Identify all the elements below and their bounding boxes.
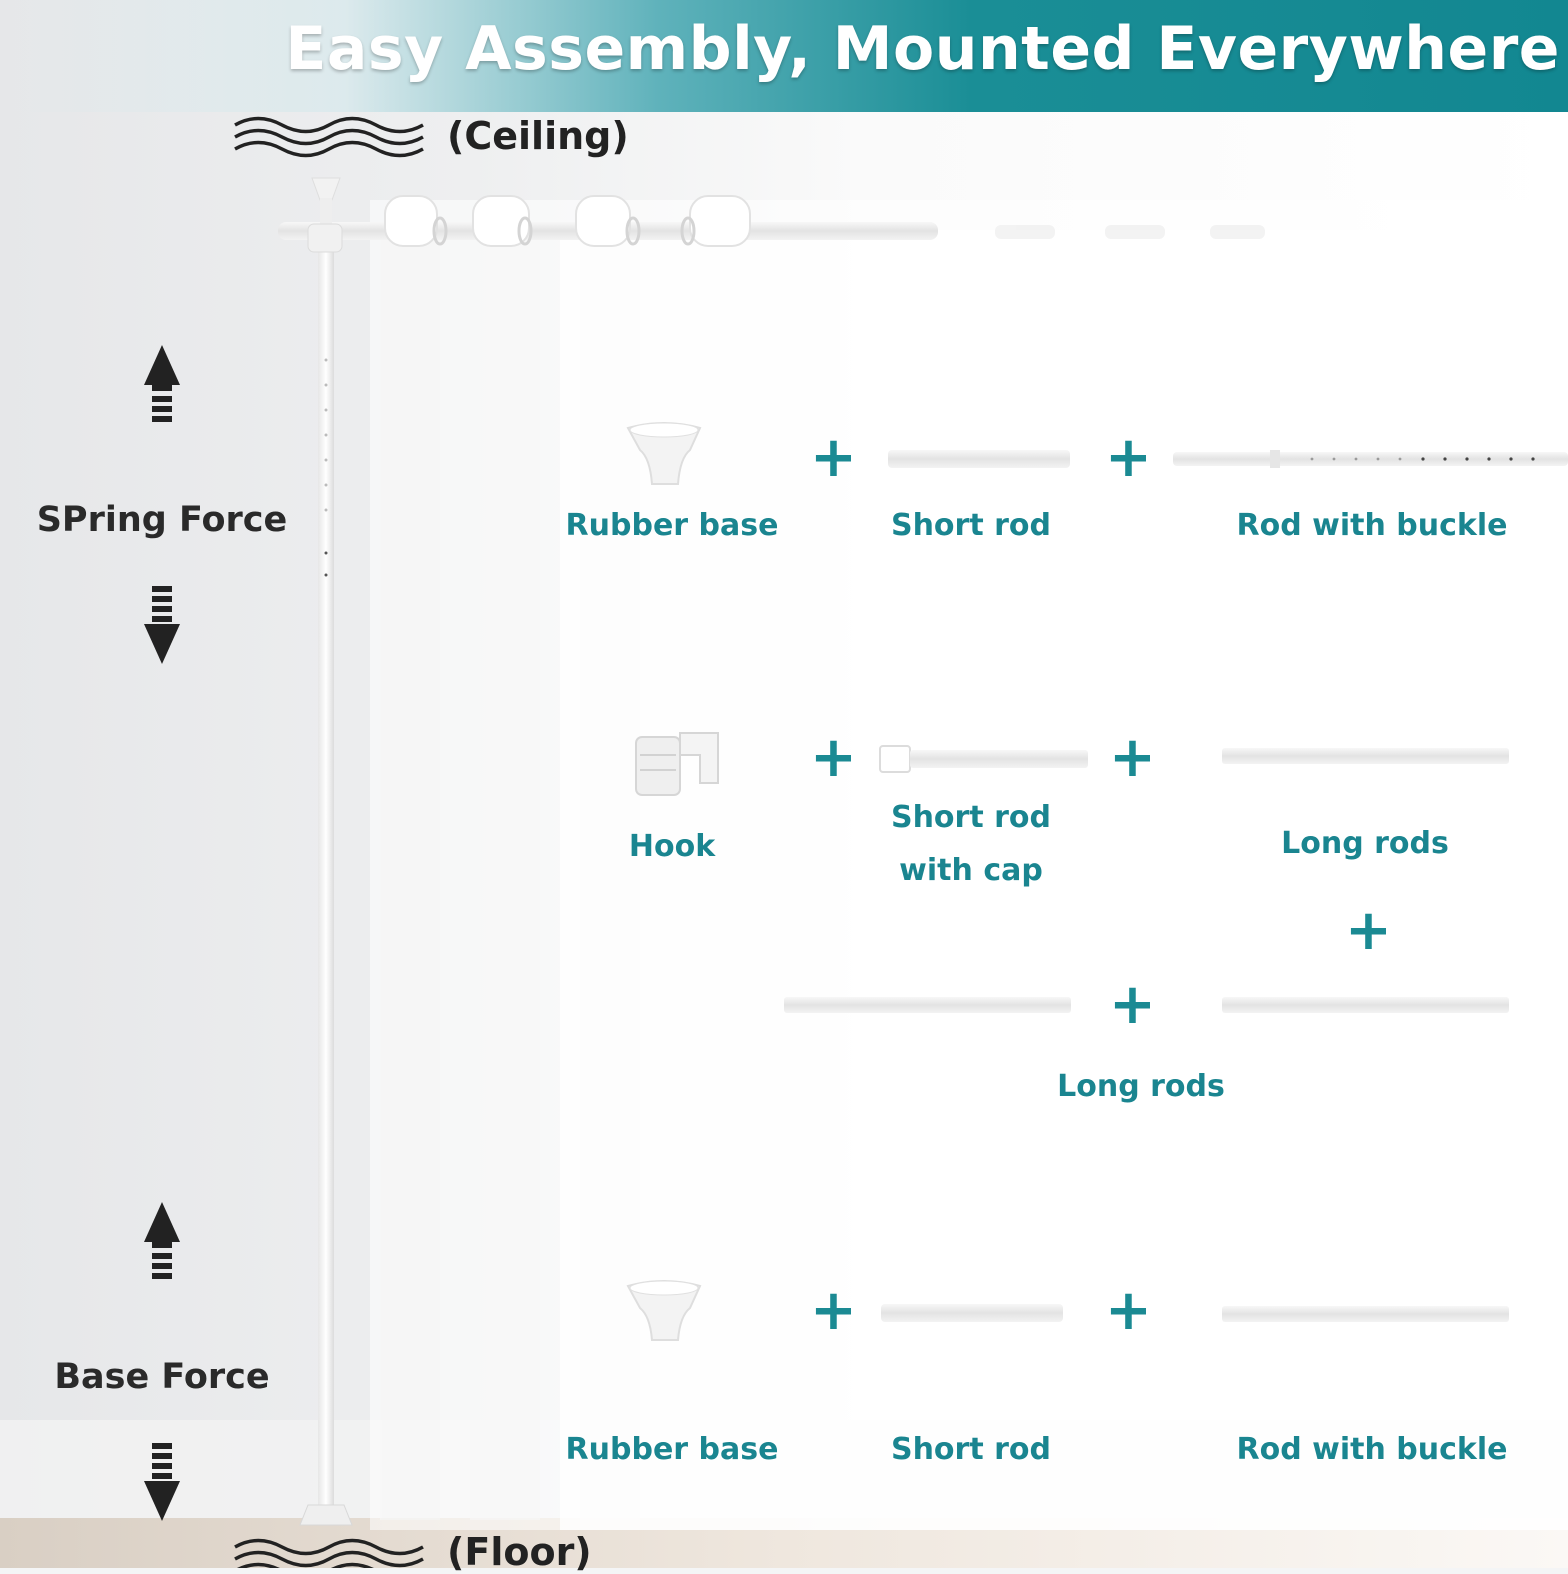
- plus-icon: +: [1105, 425, 1152, 490]
- page-title: Easy Assembly, Mounted Everywhere: [285, 14, 1560, 84]
- rod-icon: [1173, 450, 1568, 468]
- part-label-rod-with-buckle: Rod with buckle: [1236, 1432, 1508, 1467]
- rod-icon: [888, 450, 1070, 468]
- part-label-short-rod-cap-line2: with cap: [899, 853, 1043, 888]
- rod-icon: [784, 997, 1071, 1013]
- spring-force-label: SPring Force: [36, 500, 288, 540]
- rod-icon: [879, 745, 1088, 773]
- part-label-short-rod: Short rod: [890, 508, 1052, 543]
- rubber-base-icon: [626, 1280, 702, 1341]
- part-label-short-rod-cap-line1: Short rod: [890, 800, 1052, 835]
- plus-icon: +: [810, 425, 857, 490]
- arrow-down-icon: [144, 1443, 180, 1521]
- plus-icon: +: [1345, 898, 1392, 963]
- title-banner: [0, 0, 1568, 112]
- part-label-short-rod: Short rod: [890, 1432, 1052, 1467]
- plus-icon: +: [1109, 725, 1156, 790]
- hook-icon: [635, 732, 719, 796]
- base-force-label: Base Force: [54, 1357, 270, 1397]
- plus-icon: +: [1109, 972, 1156, 1037]
- rod-icon: [1222, 748, 1509, 764]
- rubber-base-icon: [626, 422, 702, 485]
- plus-icon: +: [810, 725, 857, 790]
- arrow-up-icon: [144, 345, 180, 422]
- part-label-long-rods: Long rods: [1281, 826, 1449, 861]
- part-label-rubber-base: Rubber base: [565, 508, 779, 543]
- part-label-long-rods: Long rods: [1057, 1069, 1225, 1104]
- part-label-rod-with-buckle: Rod with buckle: [1236, 508, 1508, 543]
- part-label-hook: Hook: [628, 829, 716, 864]
- plus-icon: +: [1105, 1278, 1152, 1343]
- arrow-up-icon: [144, 1202, 180, 1279]
- ceiling-label: (Ceiling): [447, 114, 629, 158]
- waves-icon: [234, 1538, 424, 1568]
- floor-label: (Floor): [447, 1530, 592, 1574]
- rod-icon: [881, 1304, 1063, 1322]
- rod-icon: [1222, 1306, 1509, 1322]
- part-label-rubber-base: Rubber base: [565, 1432, 779, 1467]
- plus-icon: +: [810, 1278, 857, 1343]
- waves-icon: [234, 116, 424, 158]
- arrow-down-icon: [144, 586, 180, 664]
- rod-icon: [1222, 997, 1509, 1013]
